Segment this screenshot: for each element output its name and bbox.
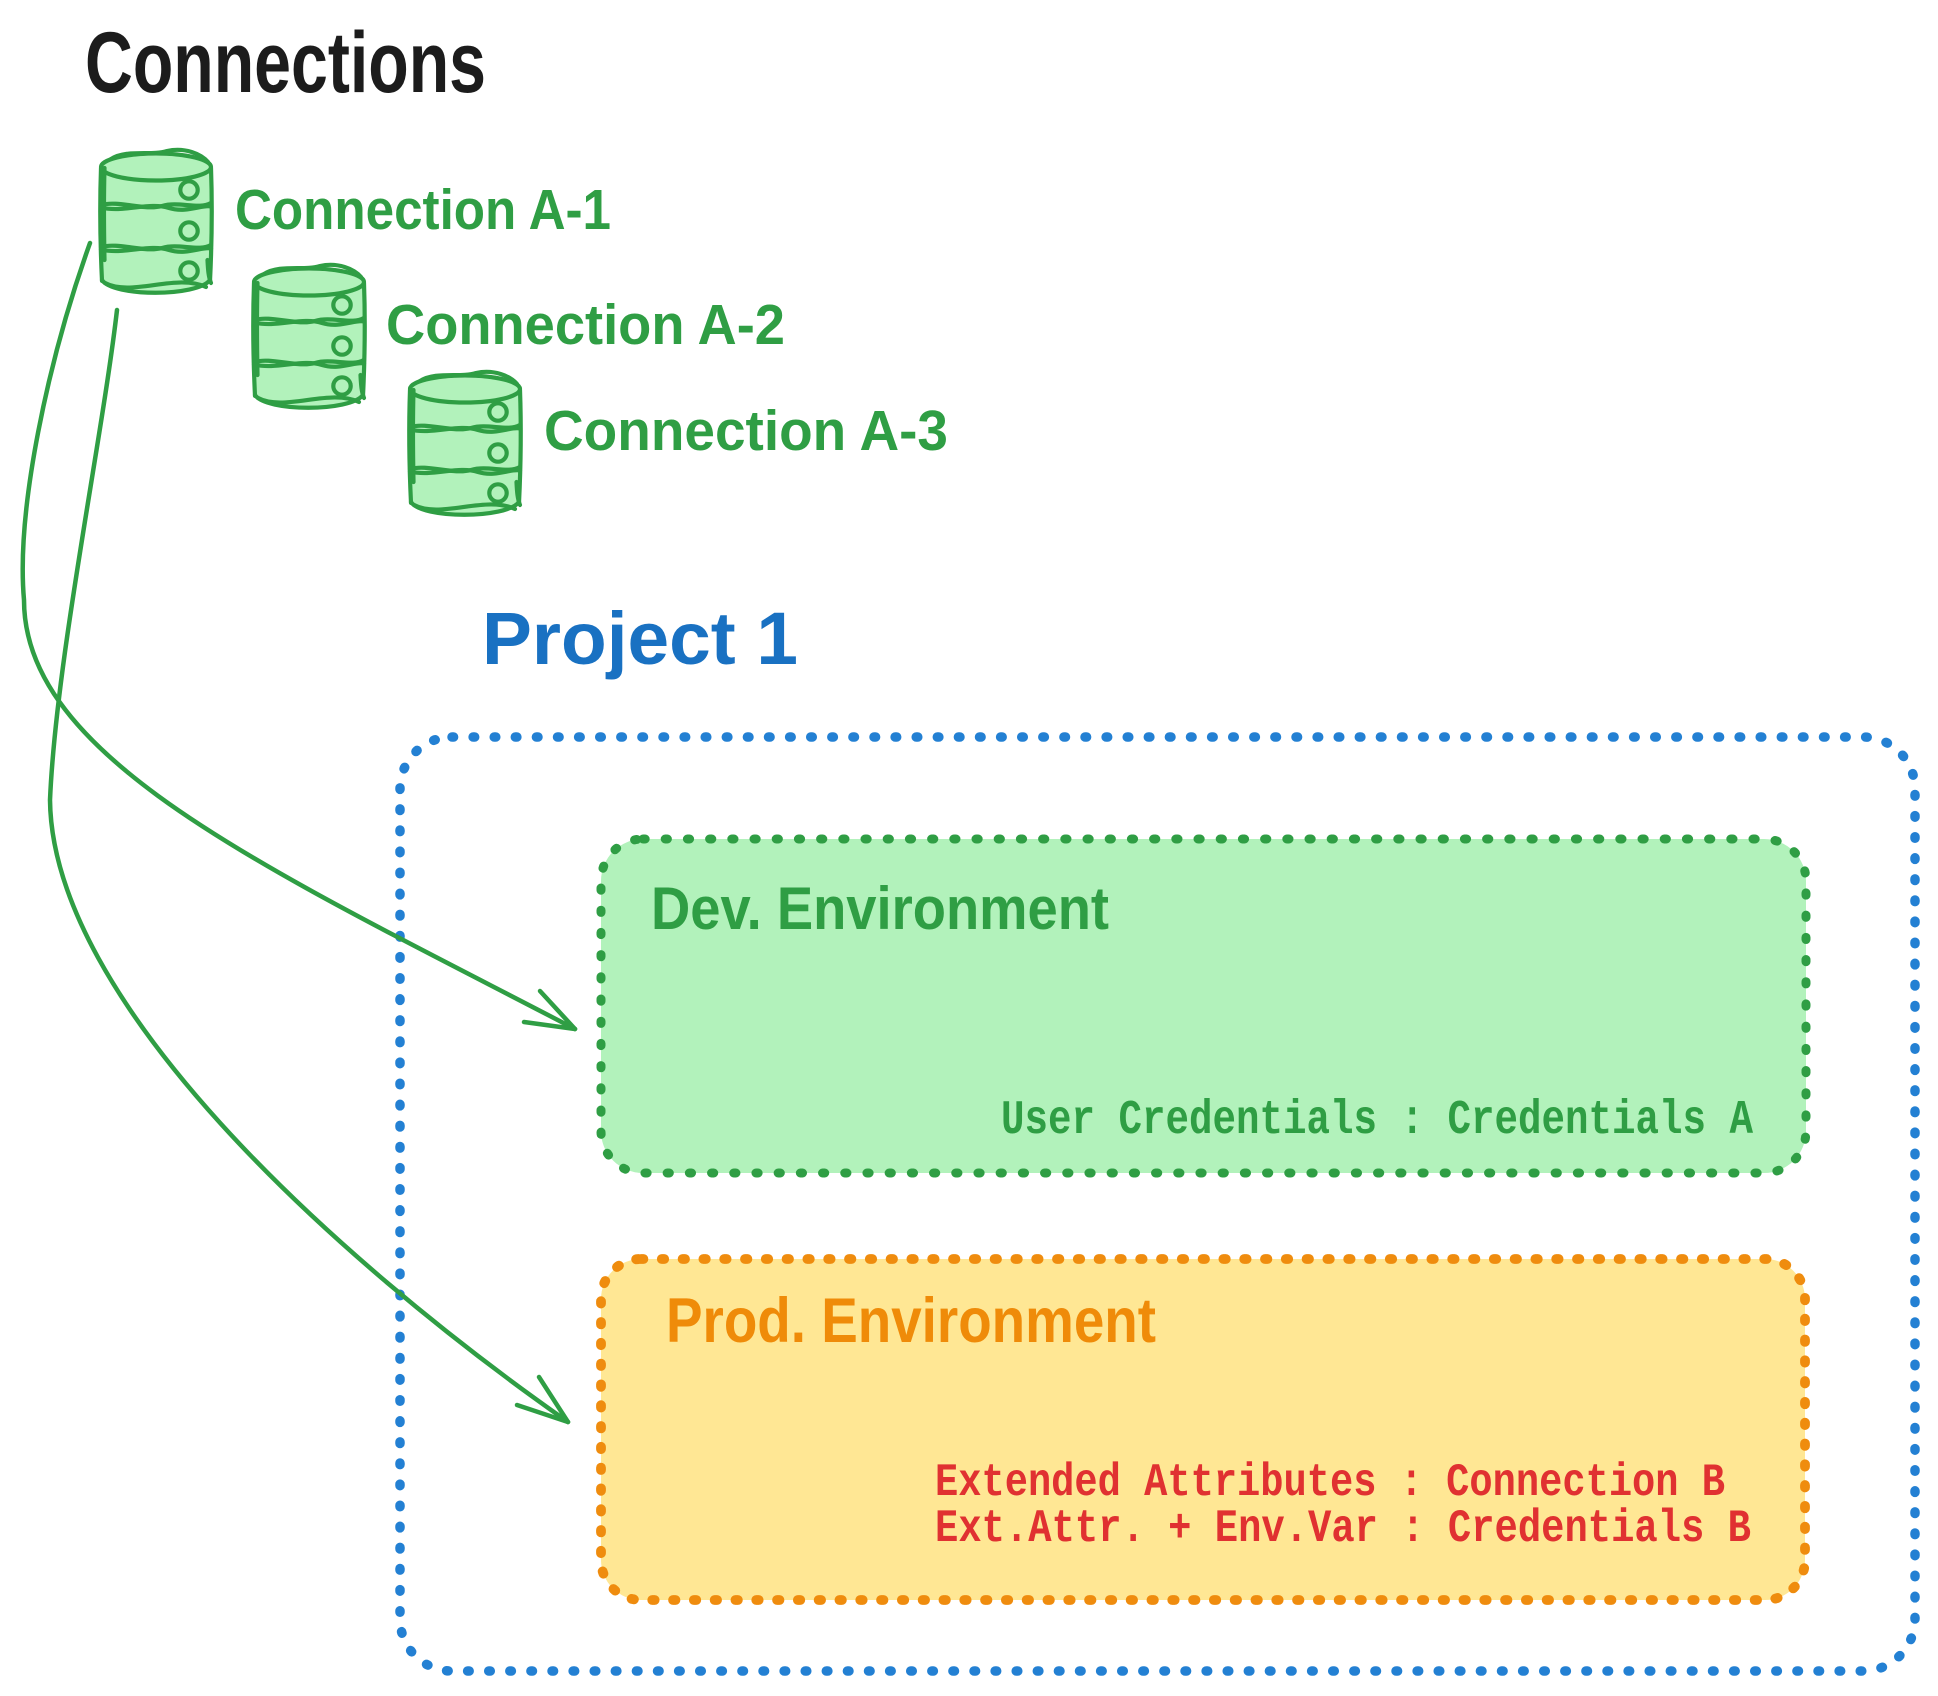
svg-text:Project 1: Project 1 [482, 597, 798, 680]
svg-text:User Credentials : Credentials: User Credentials : Credentials A [1001, 1094, 1753, 1148]
svg-text:Dev. Environment: Dev. Environment [651, 875, 1109, 942]
svg-text:Ext.Attr. + Env.Var : Credenti: Ext.Attr. + Env.Var : Credentials B [935, 1503, 1751, 1555]
svg-text:Connection A-2: Connection A-2 [386, 293, 785, 357]
svg-text:Connection A-1: Connection A-1 [235, 178, 611, 242]
svg-text:Extended Attributes : Connecti: Extended Attributes : Connection B [935, 1457, 1725, 1509]
svg-text:Connection A-3: Connection A-3 [544, 399, 948, 463]
svg-text:Connections: Connections [85, 15, 486, 111]
svg-text:Prod. Environment: Prod. Environment [666, 1286, 1156, 1356]
